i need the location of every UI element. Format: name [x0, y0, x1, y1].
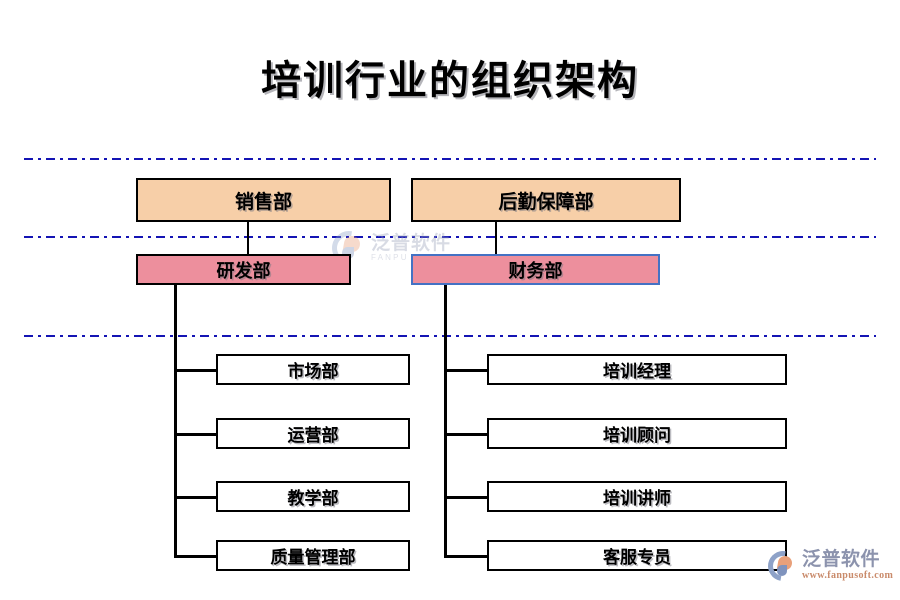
node-marketing-department[interactable]: 市场部 [216, 354, 410, 385]
connector-left-branch-1 [174, 369, 218, 372]
node-operations-department[interactable]: 运营部 [216, 418, 410, 449]
node-quality-management-department[interactable]: 质量管理部 [216, 540, 410, 571]
node-training-instructor[interactable]: 培训讲师 [487, 481, 787, 512]
node-teaching-department[interactable]: 教学部 [216, 481, 410, 512]
corner-brand-cn: 泛普软件 [802, 549, 881, 570]
connector-right-branch-4 [444, 555, 488, 558]
node-logistics-department[interactable]: 后勤保障部 [411, 178, 681, 222]
connector-right-branch-1 [444, 369, 488, 372]
node-label: 市场部 [287, 362, 339, 381]
connector-right-branch-3 [444, 496, 488, 499]
node-label: 培训经理 [603, 362, 671, 381]
node-label: 培训顾问 [603, 426, 671, 445]
corner-watermark: 泛普软件 www.fanpusoft.com [762, 541, 896, 591]
page-title: 培训行业的组织架构 [261, 58, 639, 103]
node-label: 培训讲师 [603, 489, 671, 508]
connector-left-trunk [174, 284, 177, 558]
node-label: 质量管理部 [270, 548, 356, 567]
corner-brand-url: www.fanpusoft.com [802, 570, 894, 581]
node-label: 教学部 [287, 489, 339, 508]
node-label: 后勤保障部 [498, 191, 594, 213]
node-sales-department[interactable]: 销售部 [136, 178, 391, 222]
node-label: 运营部 [287, 426, 339, 445]
node-label: 客服专员 [603, 548, 671, 567]
node-label: 销售部 [234, 191, 292, 213]
node-training-consultant[interactable]: 培训顾问 [487, 418, 787, 449]
node-training-manager[interactable]: 培训经理 [487, 354, 787, 385]
connector-logistics-to-finance [495, 220, 497, 256]
connector-left-branch-4 [174, 555, 218, 558]
node-rd-department[interactable]: 研发部 [136, 254, 351, 285]
node-label: 财务部 [508, 260, 563, 281]
connector-right-branch-2 [444, 433, 488, 436]
node-finance-department[interactable]: 财务部 [411, 254, 660, 285]
node-label: 研发部 [216, 260, 271, 281]
connector-right-trunk [444, 284, 447, 558]
node-customer-service-specialist[interactable]: 客服专员 [487, 540, 787, 571]
connector-sales-to-rd [247, 220, 249, 256]
connector-left-branch-3 [174, 496, 218, 499]
connector-left-branch-2 [174, 433, 218, 436]
